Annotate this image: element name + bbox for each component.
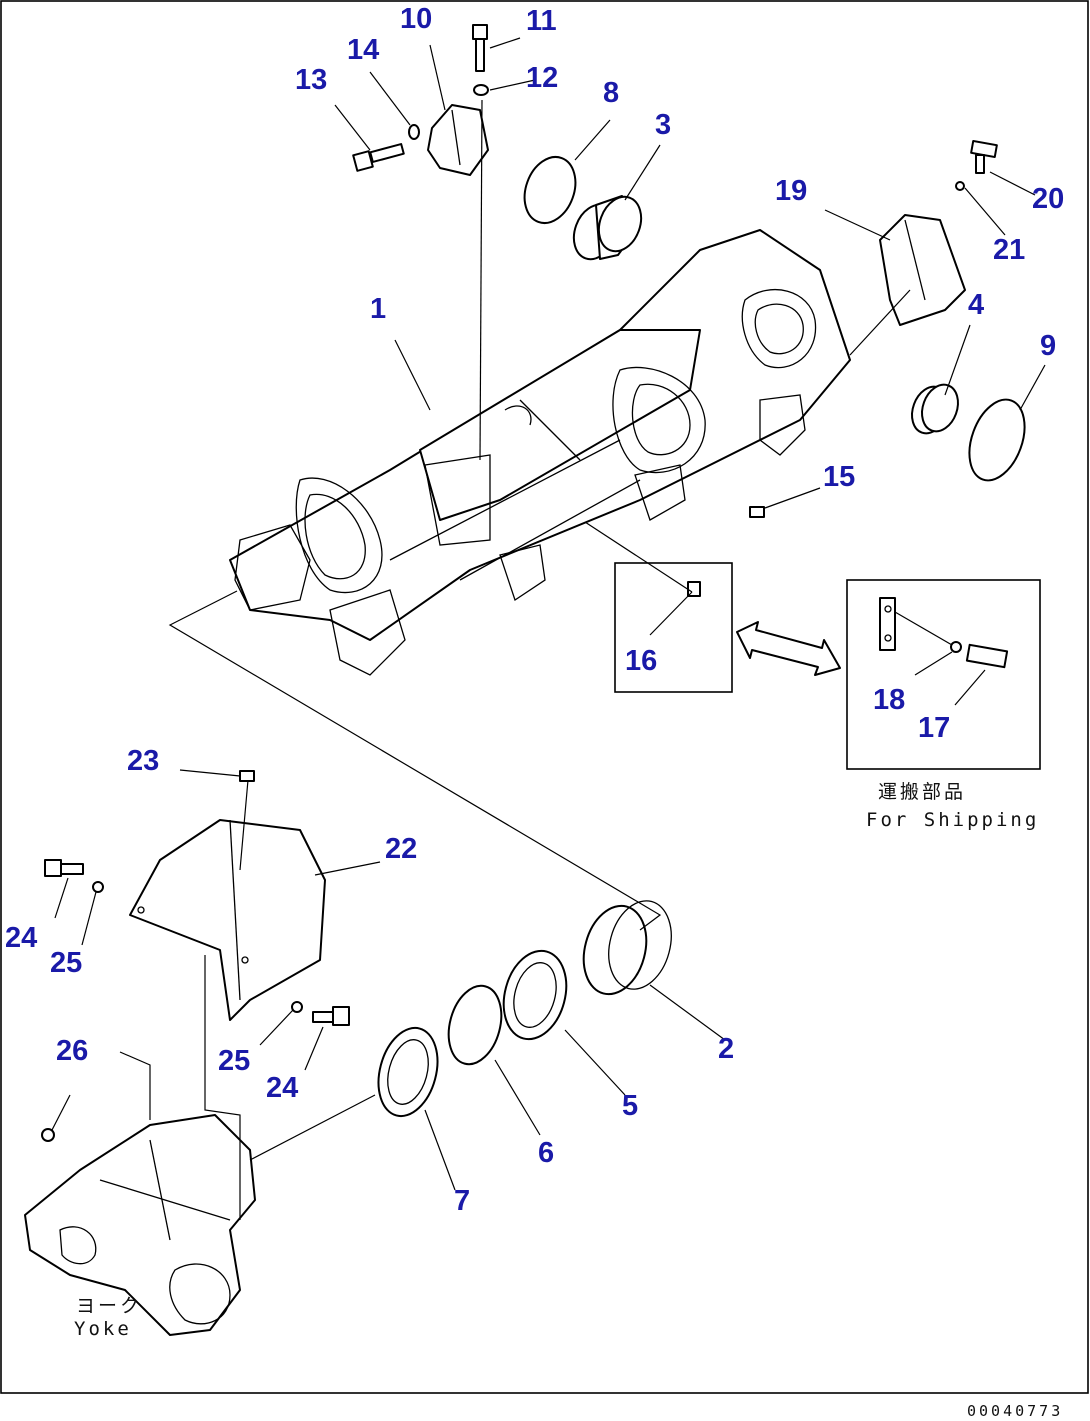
washer-21 <box>955 181 965 191</box>
washer-25-top <box>92 881 104 893</box>
callout-9: 9 <box>1040 330 1056 362</box>
callout-8: 8 <box>603 77 619 109</box>
double-arrow <box>736 621 841 676</box>
bracket-19 <box>879 214 966 326</box>
bolt-23 <box>239 770 255 782</box>
sleeve-2 <box>582 900 672 996</box>
callout-10: 10 <box>400 3 432 35</box>
plate-5 <box>502 949 568 1041</box>
callout-7: 7 <box>454 1185 470 1217</box>
callout-12: 12 <box>526 62 558 94</box>
detail-box-shipping <box>846 579 1041 770</box>
callout-2: 2 <box>718 1033 734 1065</box>
washer-25-bottom <box>291 1001 303 1013</box>
bushing-4 <box>911 383 959 435</box>
yoke-note-jp: ヨーク <box>76 1295 142 1317</box>
callout-25-bottom: 25 <box>218 1045 250 1077</box>
shipping-note-jp: 運搬部品 <box>878 781 966 803</box>
callout-6: 6 <box>538 1137 554 1169</box>
o-ring-9 <box>968 398 1026 482</box>
o-ring-8 <box>523 156 577 224</box>
plug-15 <box>749 506 765 518</box>
callout-3: 3 <box>655 109 671 141</box>
callout-13: 13 <box>295 64 327 96</box>
bolt-24-top <box>44 859 84 877</box>
leader-lines <box>51 37 1046 1220</box>
plug-26 <box>41 1128 55 1142</box>
cover-22 <box>129 819 326 1021</box>
callout-11: 11 <box>526 5 557 37</box>
callout-16: 16 <box>625 645 657 677</box>
carrier-assembly <box>24 1114 256 1336</box>
callout-20: 20 <box>1032 183 1064 215</box>
callout-1: 1 <box>370 293 386 325</box>
washer-18 <box>950 641 962 653</box>
callout-15: 15 <box>823 461 855 493</box>
callout-22: 22 <box>385 833 417 865</box>
callout-25-top: 25 <box>50 947 82 979</box>
bolt-24-bottom <box>312 1006 350 1026</box>
bushing-3 <box>572 195 643 261</box>
plate-7 <box>377 1026 439 1118</box>
detail-box-16 <box>614 562 733 693</box>
callout-18: 18 <box>873 684 905 716</box>
drawing-number: 00040773 <box>967 1402 1063 1420</box>
shipping-note-en: For Shipping <box>866 809 1039 831</box>
snap-ring-6 <box>447 984 503 1066</box>
yoke-note-en: Yoke <box>74 1318 132 1340</box>
bolt-20 <box>970 140 998 174</box>
callout-4: 4 <box>968 289 984 321</box>
callout-17: 17 <box>918 712 950 744</box>
callout-5: 5 <box>622 1090 638 1122</box>
callout-21: 21 <box>993 234 1025 266</box>
bolt-13 <box>352 143 405 172</box>
callout-19: 19 <box>775 175 807 207</box>
washer-14 <box>408 124 420 140</box>
washer-12 <box>473 84 489 96</box>
callout-24-top: 24 <box>5 922 37 954</box>
plate-shipping <box>879 597 896 651</box>
callout-26: 26 <box>56 1035 88 1067</box>
callout-14: 14 <box>347 34 379 66</box>
bolt-11 <box>472 24 488 72</box>
axle-housing-1 <box>229 229 851 676</box>
callout-labels: 1 2 3 4 5 6 7 8 9 10 11 12 13 14 15 16 1… <box>5 3 1064 1217</box>
callout-24-bottom: 24 <box>266 1072 298 1104</box>
callout-23: 23 <box>127 745 159 777</box>
bracket-10 <box>427 104 489 176</box>
bolt-17 <box>965 643 1009 669</box>
